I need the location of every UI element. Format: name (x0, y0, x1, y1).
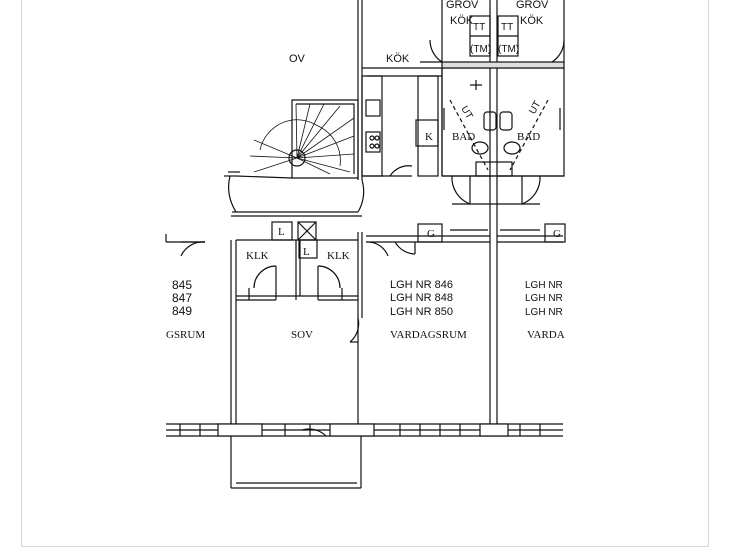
label-bad: BAD (452, 131, 475, 143)
label-g: G (553, 228, 561, 240)
label-g: G (427, 228, 435, 240)
label-kok-main: KÖK (386, 53, 410, 65)
label-grov: GROV (516, 0, 549, 11)
label-vardagsrum-right: VARDA (527, 329, 565, 341)
bathroom-outline (441, 67, 565, 177)
label-lgh-left: 849 (172, 304, 192, 318)
label-l: L (303, 246, 310, 258)
label-lgh-right: LGH NR (525, 293, 563, 304)
label-klk: KLK (246, 250, 269, 262)
label-tm: (TM) (470, 44, 491, 55)
label-l: L (278, 226, 285, 238)
label-kok: KÖK (450, 15, 474, 27)
label-kok: KÖK (520, 15, 544, 27)
window (217, 423, 263, 437)
label-vardagsrum-mid: VARDAGSRUM (390, 329, 467, 341)
label-lgh-mid: LGH NR 846 (390, 279, 453, 291)
label-lgh-right: LGH NR (525, 307, 563, 318)
label-fragment: OV (289, 53, 306, 65)
label-lgh-right: LGH NR (525, 280, 563, 291)
label-lgh-mid: LGH NR 848 (390, 292, 453, 304)
label-vardagsrum-left: GSRUM (166, 329, 205, 341)
label-tt: TT (473, 22, 485, 33)
image-frame (21, 0, 709, 547)
label-tt: TT (501, 22, 513, 33)
label-k: K (425, 131, 433, 143)
window (479, 423, 509, 437)
label-grov: GROV (446, 0, 479, 11)
label-lgh-left: 847 (172, 291, 192, 305)
label-klk: KLK (327, 250, 350, 262)
label-lgh-left: 845 (172, 278, 192, 292)
label-lgh-mid: LGH NR 850 (390, 306, 453, 318)
label-sov: SOV (291, 329, 313, 341)
label-bad: BAD (517, 131, 540, 143)
window (329, 423, 375, 437)
label-tm: (TM) (498, 44, 519, 55)
